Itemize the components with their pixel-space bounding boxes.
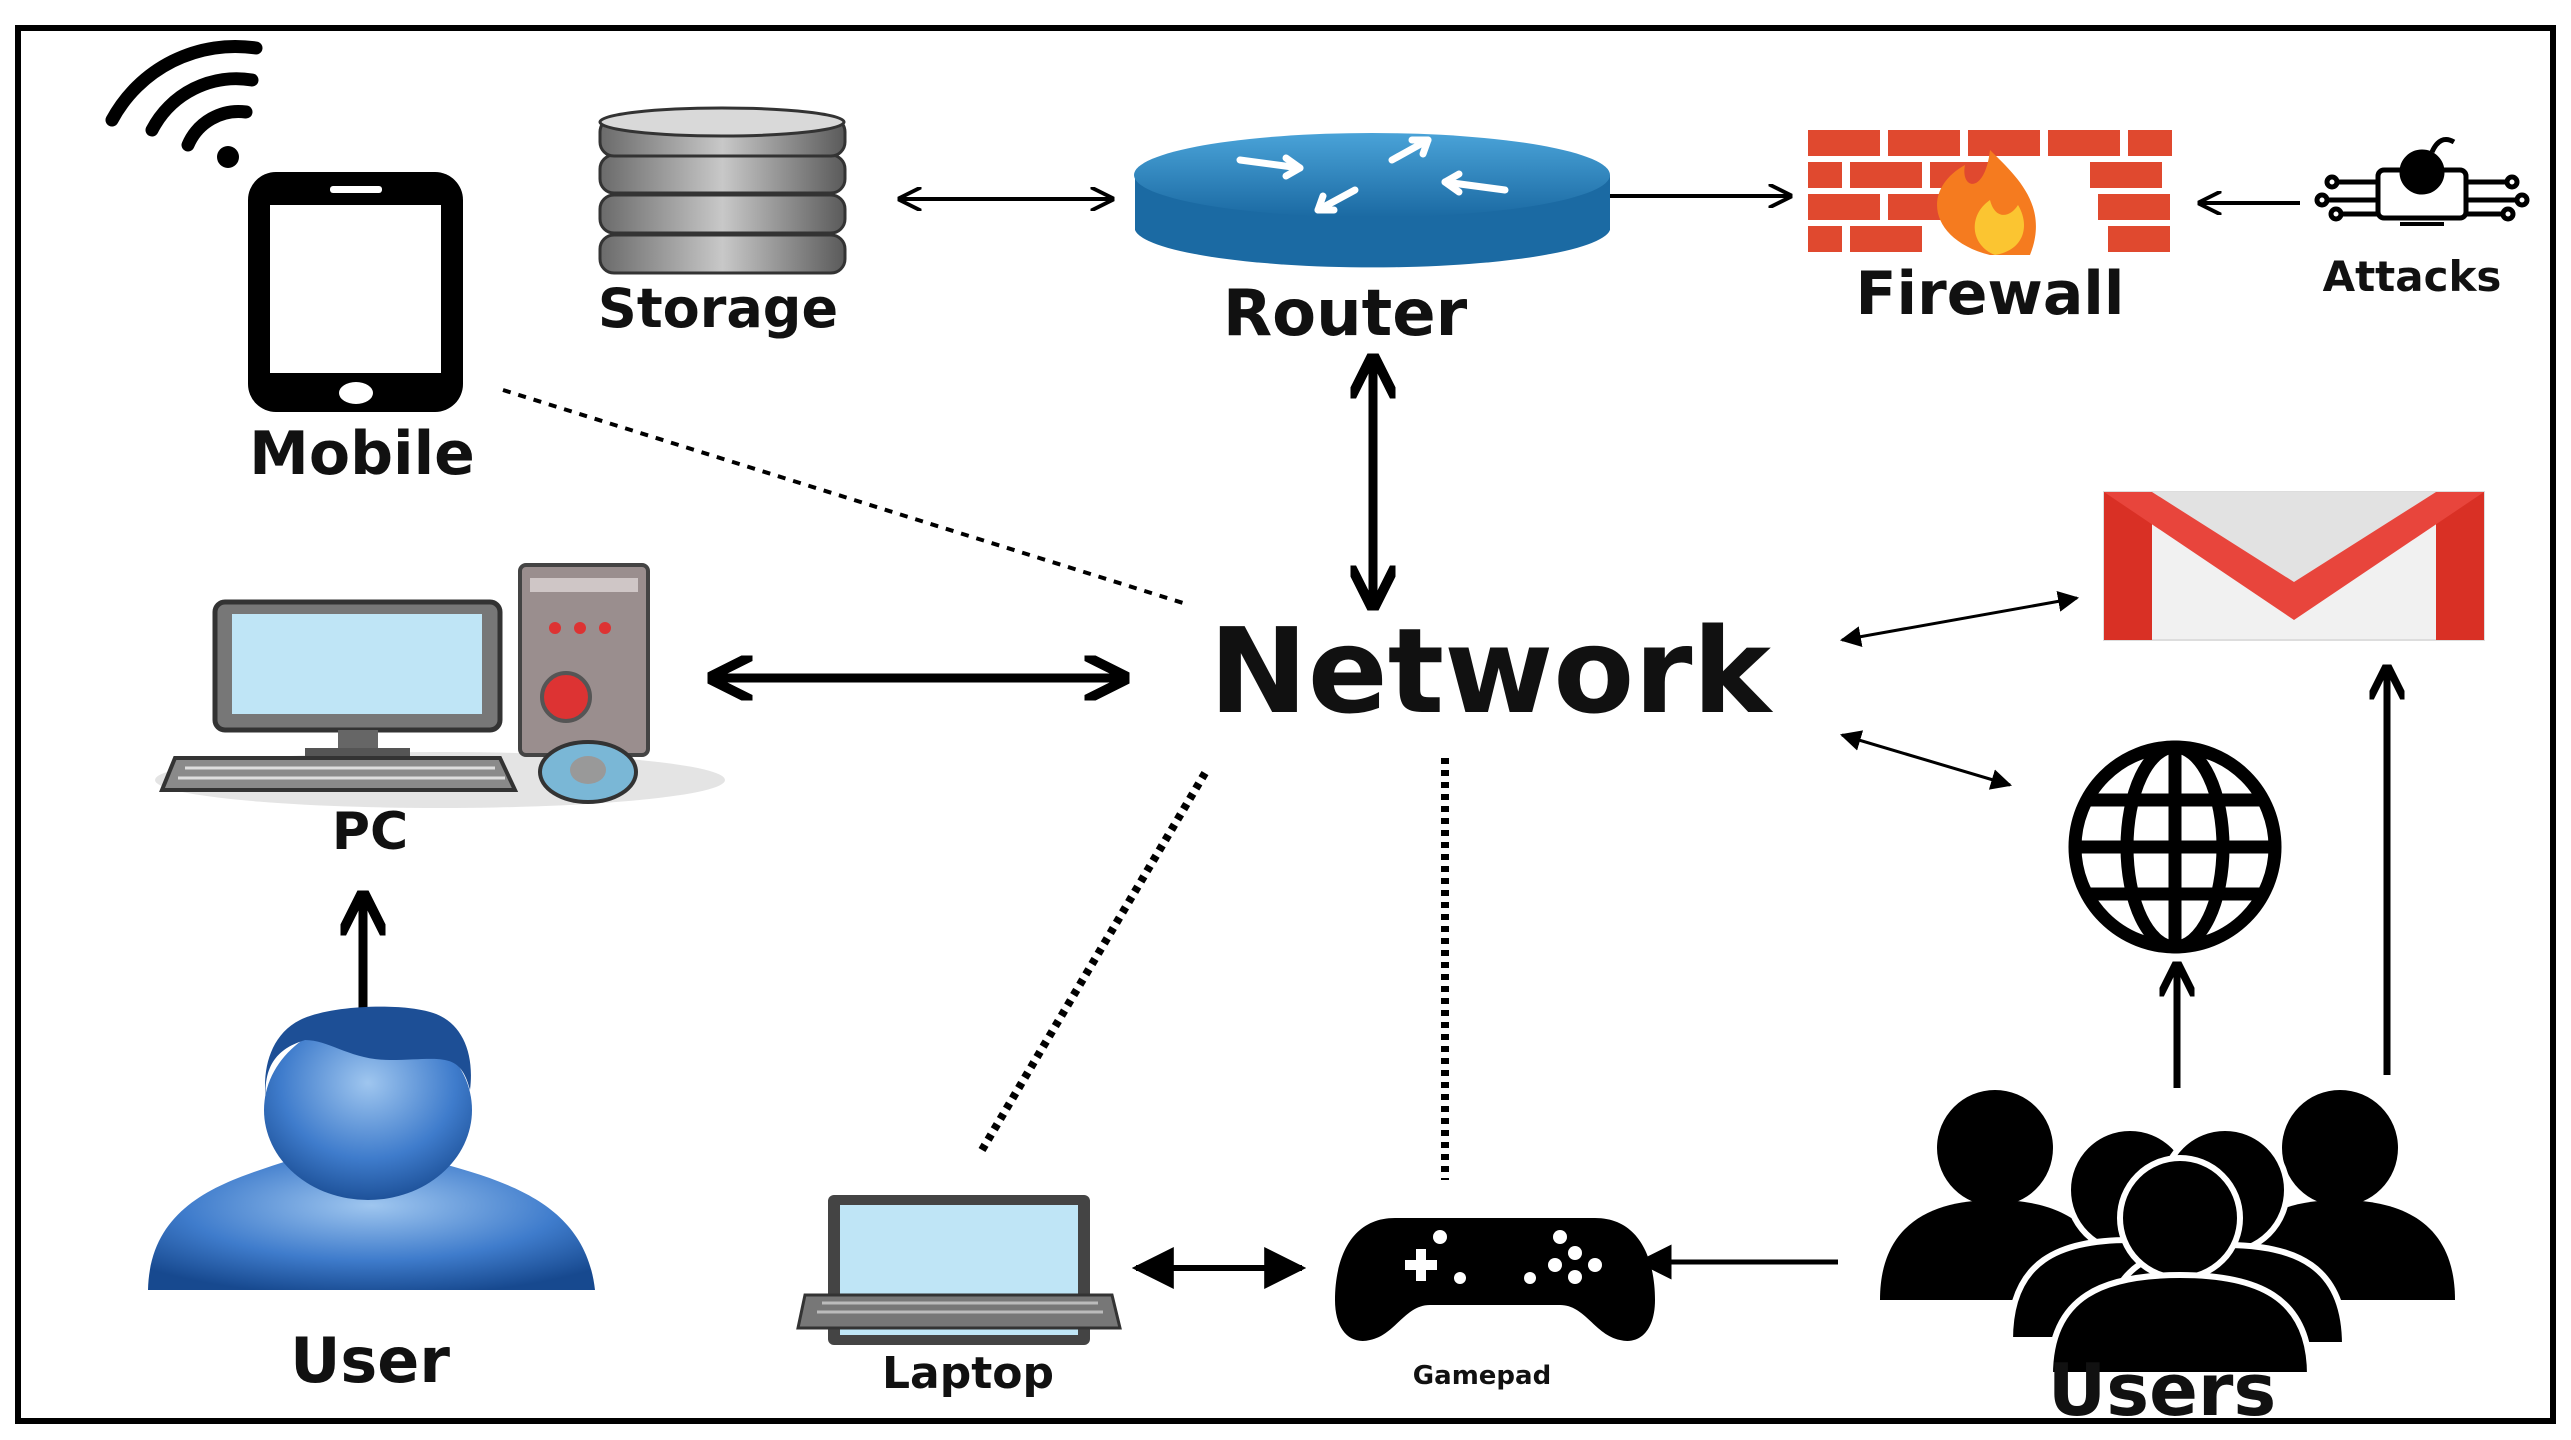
network-email-arrow — [1839, 590, 2080, 648]
gamepad-icon — [1335, 1218, 1655, 1341]
firewall-brick-icon — [1805, 125, 2175, 255]
router-icon — [1134, 133, 1610, 268]
gamepad-label: Gamepad — [1412, 1361, 1552, 1391]
attacks-label: Attacks — [2322, 252, 2502, 301]
globe-icon — [2068, 740, 2282, 954]
smartphone-icon — [248, 172, 463, 412]
wifi-signal-icon — [105, 39, 263, 168]
malware-chip-icon — [2314, 137, 2530, 226]
laptop-icon — [796, 1195, 1122, 1345]
users-label: Users — [2047, 1348, 2277, 1432]
users-group-icon — [1880, 1090, 2455, 1378]
network-label: Network — [1209, 602, 1771, 740]
firewall-label: Firewall — [1855, 259, 2125, 329]
mobile-label: Mobile — [249, 419, 475, 489]
network-globe-arrow — [1839, 730, 2013, 790]
user-avatar-icon — [148, 1006, 595, 1290]
connectors — [363, 196, 2387, 1289]
router-label: Router — [1222, 277, 1468, 351]
storage-label: Storage — [597, 277, 839, 340]
diagram-frame — [15, 25, 2556, 1424]
user-label: User — [290, 1324, 450, 1397]
database-icon — [598, 106, 847, 275]
desktop-computer-icon — [155, 563, 725, 808]
laptop-label: Laptop — [882, 1348, 1054, 1399]
mobile-network-link — [502, 388, 1184, 605]
gmail-icon — [2103, 491, 2485, 641]
laptop-network-link — [978, 765, 1212, 1153]
pc-label: PC — [331, 802, 409, 862]
